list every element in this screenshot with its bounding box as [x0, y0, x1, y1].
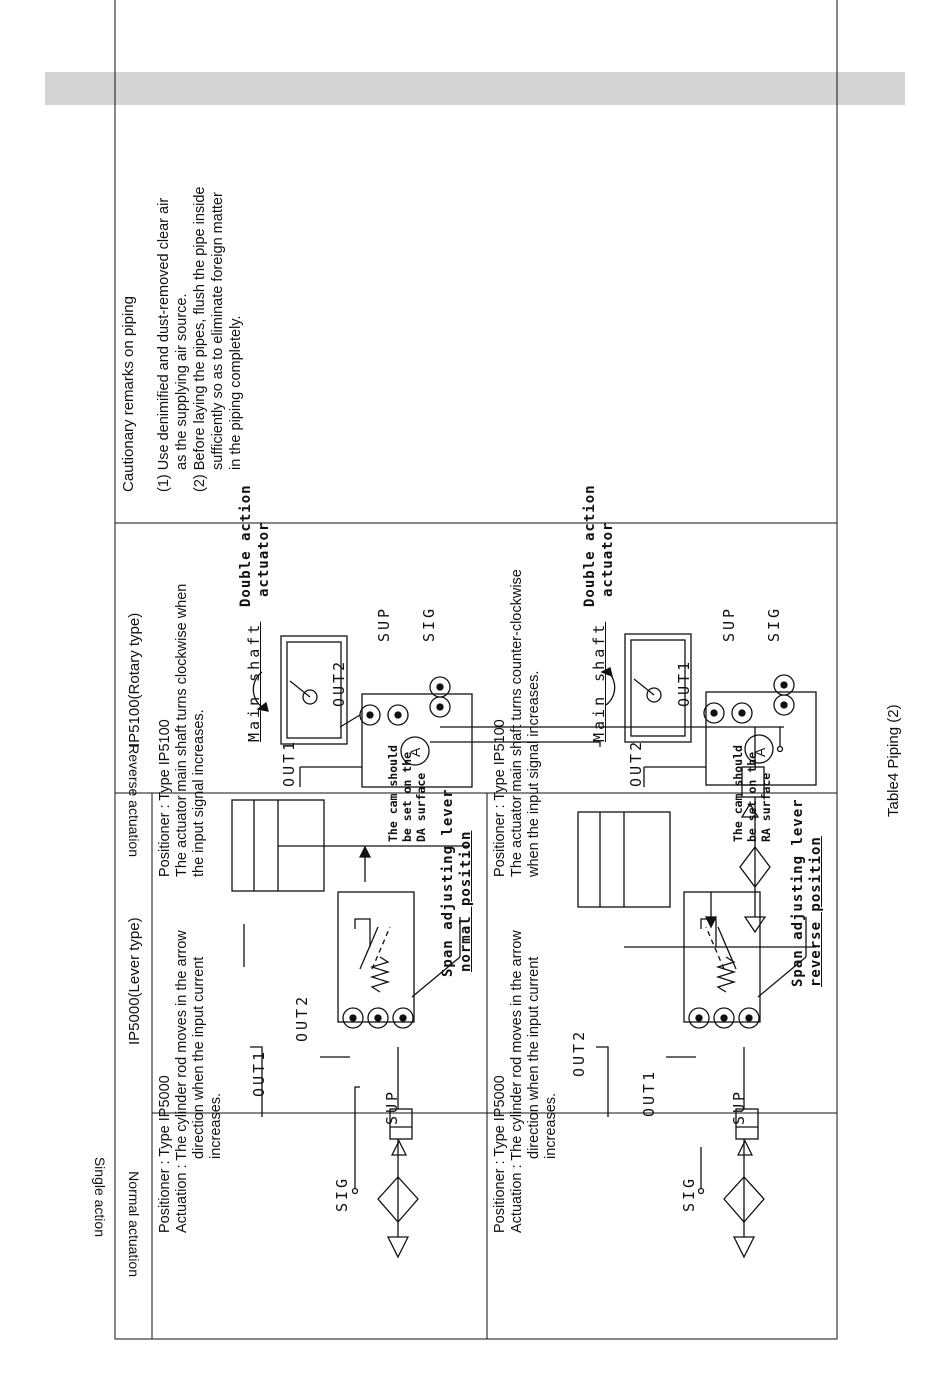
label-main-shaft: Main shaft — [590, 621, 608, 742]
row-group-label: Single action — [92, 1156, 108, 1237]
cell-line: Actuation : The cylinder rod moves in th… — [174, 930, 190, 1233]
remark-line: sufficiently so as to eliminate foreign … — [210, 192, 226, 470]
cell-line: Positioner : Type IP5100 — [492, 719, 508, 877]
label-sig: SIG — [765, 605, 783, 642]
label-reverse-position: reverse position — [808, 836, 824, 987]
label-out1: OUT1 — [675, 658, 693, 707]
remark-line: (2) Before laying the pipes, flush the p… — [192, 186, 208, 493]
label-sup: SUP — [720, 605, 738, 642]
label-sig: SIG — [420, 605, 438, 642]
row-label-reverse: Reverse actuation — [126, 744, 142, 857]
cell-line: The actuator main shaft turns counter-cl… — [509, 569, 525, 877]
cam-line: be set on the — [400, 751, 414, 842]
col-header-lever: IP5000(Lever type) — [126, 917, 143, 1045]
header-bar — [45, 72, 905, 105]
label-sig: SIG — [680, 1175, 698, 1212]
cell-line: Positioner : Type IP5000 — [157, 1075, 173, 1233]
cell-line: increases. — [208, 1092, 224, 1159]
label-cam-note: The cam should be set on the DA surface — [386, 745, 428, 842]
cell-line: increases. — [543, 1092, 559, 1159]
remarks-body: (1) Use denimified and dust-removed clea… — [155, 187, 245, 493]
cam-line: DA surface — [414, 772, 428, 842]
cell-line: Positioner : Type IP5100 — [157, 719, 173, 877]
label-span-lever: Span adjusting lever — [440, 788, 456, 977]
label-sup: SUP — [375, 605, 393, 642]
label-out2: OUT2 — [330, 658, 348, 707]
label-out2: OUT2 — [627, 738, 645, 787]
cell-line: when the input signal increases. — [526, 670, 542, 877]
cell-line: the input signal increases. — [191, 709, 207, 877]
table-caption: Table4 Piping (2) — [885, 704, 902, 817]
cell-normal-rotary: Positioner : Type IP5100 The actuator ma… — [157, 584, 208, 877]
cam-line: The cam should — [386, 745, 400, 842]
col-header-rotary: IP5100(Rotary type) — [126, 612, 143, 747]
label-span-lever: Span adjusting lever — [790, 798, 806, 987]
label-out1: OUT1 — [250, 1048, 268, 1097]
label-out1: OUT1 — [280, 738, 298, 787]
cam-line: The cam should — [731, 745, 745, 842]
label-double-action: Double action — [238, 484, 254, 607]
cell-line: Positioner : Type IP5000 — [492, 1075, 508, 1233]
remark-line: in the piping completely. — [228, 315, 244, 471]
label-double-action-2: actuator — [256, 521, 272, 597]
remark-line: (1) Use denimified and dust-removed clea… — [156, 197, 172, 492]
cell-line: direction when the input current — [191, 956, 207, 1159]
label-double-action: Double action — [582, 484, 598, 607]
label-double-action-2: actuator — [600, 521, 616, 597]
cell-normal-lever: Positioner : Type IP5000 Actuation : The… — [157, 930, 225, 1233]
cell-reverse-rotary: Positioner : Type IP5100 The actuator ma… — [492, 569, 543, 877]
label-sup: SUP — [383, 1088, 401, 1125]
row-label-normal: Normal actuation — [126, 1171, 142, 1277]
cam-line: RA surface — [759, 772, 773, 842]
label-normal-position: normal position — [458, 830, 474, 972]
label-out1: OUT1 — [640, 1068, 658, 1117]
label-sup: SUP — [730, 1088, 748, 1125]
remarks-title: Cautionary remarks on piping — [120, 296, 137, 492]
label-sig: SIG — [333, 1175, 351, 1212]
label-a-mark: A — [752, 747, 768, 757]
cell-reverse-lever: Positioner : Type IP5000 Actuation : The… — [492, 930, 560, 1233]
cell-line: Actuation : The cylinder rod moves in th… — [509, 930, 525, 1233]
cam-line: be set on the — [745, 751, 759, 842]
label-out2: OUT2 — [293, 993, 311, 1042]
label-cam-note: The cam should be set on the RA surface — [731, 745, 773, 842]
label-a-mark: A — [407, 747, 423, 757]
label-main-shaft: Main shaft — [245, 621, 263, 742]
cell-line: direction when the input current — [526, 956, 542, 1159]
cell-line: The actuator main shaft turns clockwise … — [174, 583, 190, 877]
label-out2: OUT2 — [570, 1028, 588, 1077]
remark-line: as the supplying air source. — [174, 293, 190, 470]
